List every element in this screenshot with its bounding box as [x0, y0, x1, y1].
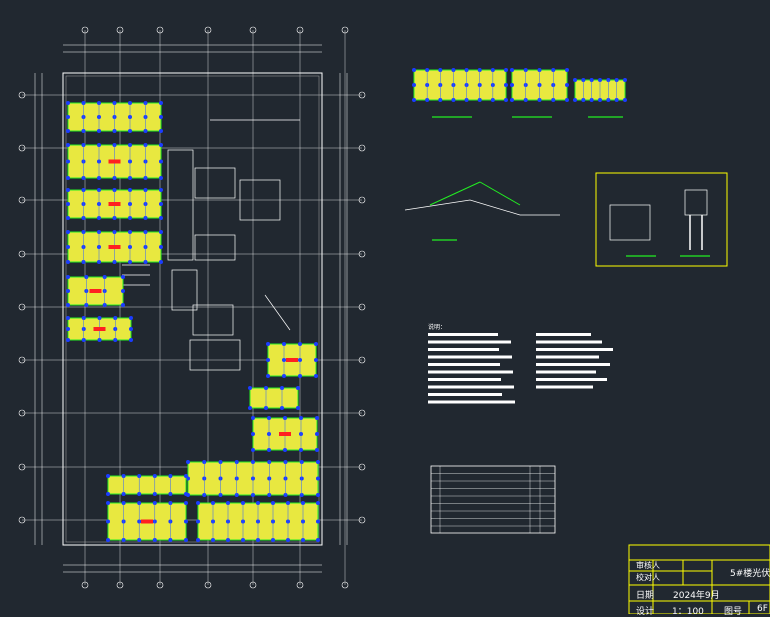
drawing-no-label: 图号 [724, 607, 743, 617]
date-label: 日期 [636, 591, 655, 601]
notes-text-block [428, 333, 613, 404]
scale-value: 1：100 [672, 607, 704, 617]
pv-panel-array [266, 342, 318, 378]
drawing-title: 5#楼光伏基础 [730, 569, 770, 579]
pv-panel-array [251, 416, 319, 452]
detail-drawings [404, 68, 710, 257]
pv-panel-array [248, 386, 300, 410]
checker-label: 校对人 [636, 573, 660, 582]
pv-panel-array [106, 474, 188, 496]
date-value: 2024年9月 [673, 591, 720, 601]
pv-panel-array [186, 460, 320, 497]
pv-panel-array [66, 188, 163, 220]
pv-panel-array [196, 501, 320, 542]
pv-panel-arrays [66, 101, 320, 542]
pv-panel-array [66, 143, 163, 180]
pv-panel-array [412, 68, 508, 102]
drawing-no-value: 6F [757, 604, 768, 614]
reviewer-label: 审核人 [636, 561, 660, 570]
pv-panel-array [573, 78, 627, 102]
pv-panel-array [106, 501, 188, 542]
pv-panel-array [66, 316, 133, 342]
stair-core [122, 119, 300, 371]
pv-panel-array [66, 230, 163, 264]
pv-panel-array [510, 68, 569, 102]
pv-panel-array [66, 275, 125, 307]
section-detail-frame [595, 172, 728, 267]
legend-table [430, 465, 556, 534]
building-outline [62, 72, 323, 546]
pv-panel-array [66, 101, 163, 133]
title-block [628, 544, 770, 614]
scale-label: 设计 [636, 607, 655, 617]
notes-heading: 说明： [428, 324, 447, 331]
